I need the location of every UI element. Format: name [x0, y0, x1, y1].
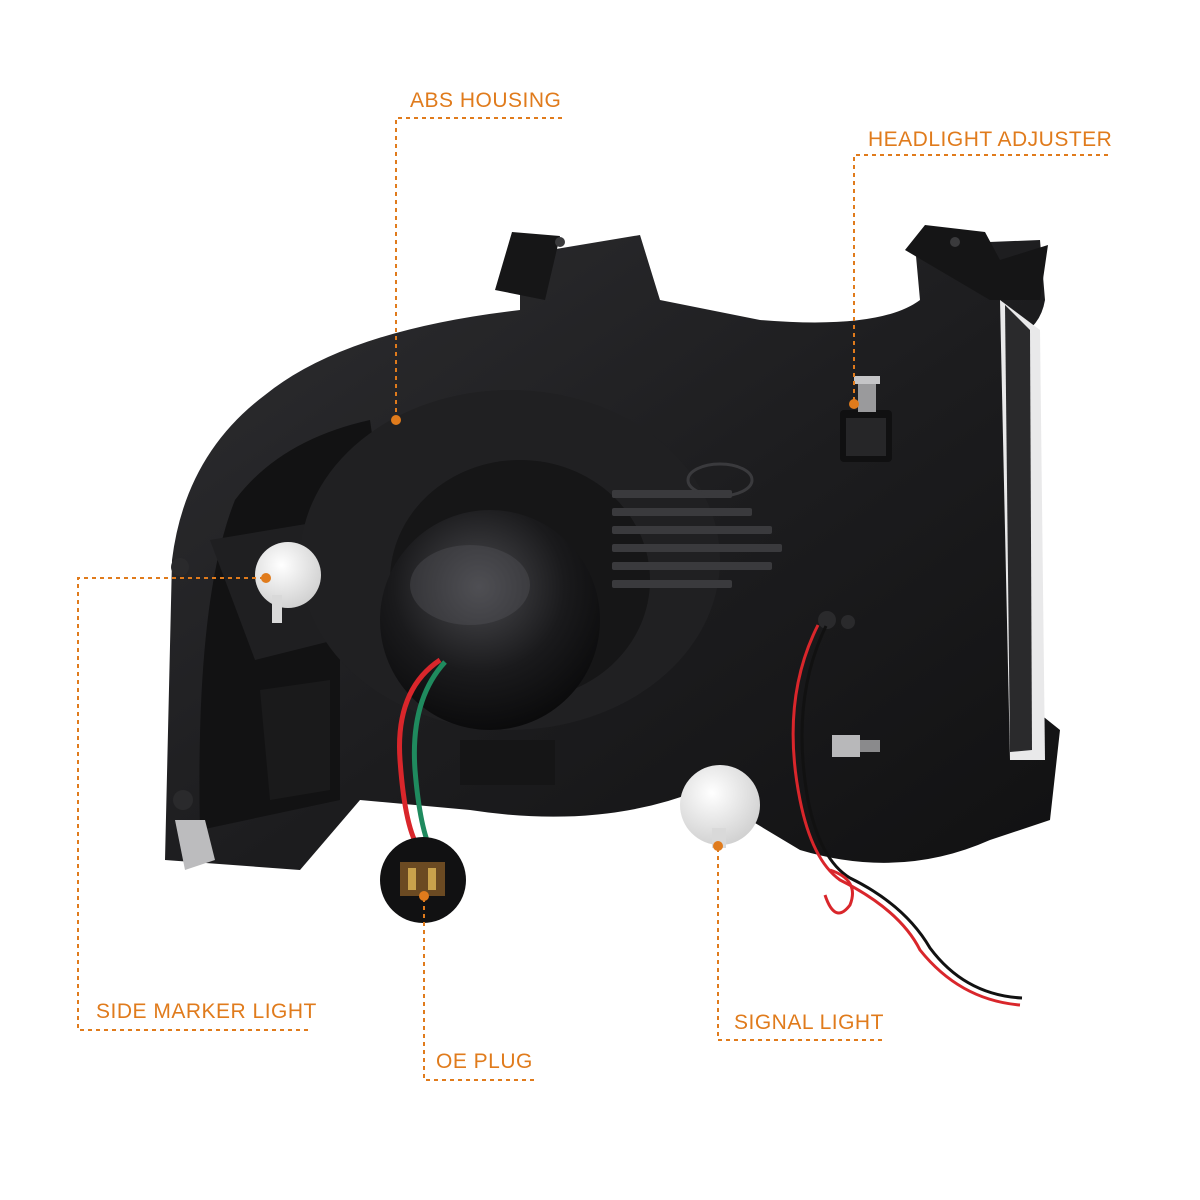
label-abs-housing: ABS HOUSING: [410, 89, 562, 112]
label-headlight-adjuster: HEADLIGHT ADJUSTER: [868, 128, 1113, 151]
leader-dots: [261, 399, 859, 901]
lower-tab: [460, 740, 555, 785]
wire-black-signal: [800, 625, 1023, 1000]
bolt-bottom-right: [832, 735, 880, 757]
headlight-adjuster-part: [840, 376, 892, 462]
leader-side-marker: [77, 577, 312, 1031]
mounting-tab-right: [905, 225, 1048, 300]
left-clip: [175, 820, 215, 870]
oe-plug-connector: [380, 837, 466, 923]
leader-headlight-adjuster: [853, 154, 1108, 402]
side-marker-socket: [255, 542, 321, 608]
signal-socket: [680, 765, 760, 845]
wire-green-oe: [411, 660, 447, 854]
label-oe-plug: OE PLUG: [436, 1050, 533, 1073]
wire-red-oe: [397, 657, 442, 852]
label-signal-light: SIGNAL LIGHT: [734, 1011, 884, 1034]
leader-signal-light: [717, 848, 886, 1041]
wire-red-signal: [791, 624, 1021, 1007]
leader-lines: [77, 117, 1108, 1081]
embossed-text-area: [612, 462, 782, 588]
label-side-marker-light: SIDE MARKER LIGHT: [96, 1000, 317, 1023]
mounting-tab-left: [495, 232, 560, 300]
